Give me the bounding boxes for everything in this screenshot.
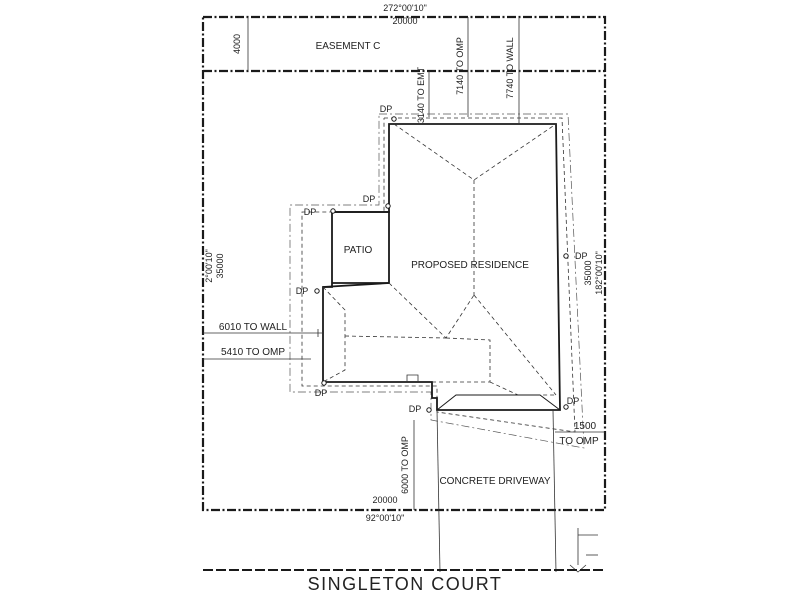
downpipe-marker (385, 203, 391, 209)
driveway-edge-right (552, 409, 557, 573)
right-length-label: 35000 (583, 260, 593, 285)
downpipe-marker (426, 407, 432, 413)
easement-depth-label: 4000 (232, 34, 242, 54)
easement-label: EASEMENT C (316, 41, 381, 52)
patio-label: PATIO (344, 245, 373, 256)
roof-garage-lower (436, 394, 561, 411)
front-dim-label: 6000 TO OMP (400, 436, 410, 494)
patio-outline (332, 211, 390, 284)
street-name-label: SINGLETON COURT (308, 574, 503, 594)
driveway-label: CONCRETE DRIVEWAY (439, 476, 550, 487)
roof-hip-left (393, 123, 557, 181)
downpipe-label: DP (380, 104, 393, 114)
downpipe-marker (314, 288, 320, 294)
crossover-line (569, 564, 587, 573)
roof-valley-left (322, 286, 346, 383)
garage-notch (406, 374, 419, 382)
top-bearing-label: 272°00'10" (383, 3, 427, 13)
omp-dim-label-left: 5410 TO OMP (221, 347, 285, 358)
downpipe-marker (330, 208, 336, 214)
downpipe-marker (563, 404, 569, 410)
downpipe-label: DP (575, 251, 588, 261)
right-bearing-label: 182°00'10" (594, 251, 604, 295)
roof-line-mid (344, 335, 447, 339)
downpipe-label: DP (296, 286, 309, 296)
wall-dim-label-left: 6010 TO WALL (219, 322, 288, 333)
boundary-top-line (201, 15, 607, 512)
downpipe-marker (563, 253, 569, 259)
left-bearing-label: 2°00'10" (204, 249, 214, 283)
downpipe-label: DP (315, 388, 328, 398)
left-length-label: 35000 (215, 253, 225, 278)
eave-outline-inner (301, 117, 576, 433)
residence-label: PROPOSED RESIDENCE (411, 260, 529, 271)
bottom-length-label: 20000 (372, 495, 397, 505)
roof-hip-lower (388, 282, 475, 339)
downpipe-label: DP (567, 396, 580, 406)
driveway-edge-left (436, 409, 441, 573)
downpipe-label: DP (363, 194, 376, 204)
eave-outline (289, 113, 585, 449)
omp-dim-label-top: 7140 TO OMP (455, 37, 465, 95)
roof-hip-right (473, 294, 557, 396)
emt-dim-label: 3140 TO EMT (416, 66, 426, 123)
roof-garage-hip (489, 381, 556, 396)
patio-bottom-line (322, 282, 390, 288)
downpipe-label: DP (409, 404, 422, 414)
downpipe-label: DP (304, 207, 317, 217)
side-omp-label-right: TO OMP (559, 436, 599, 447)
wall-dim-label-top: 7740 TO WALL (505, 37, 515, 98)
roof-lower-hip (432, 337, 491, 383)
downpipe-marker (391, 116, 397, 122)
top-length-label: 20000 (392, 16, 417, 26)
downpipe-marker (321, 380, 327, 386)
bottom-bearing-label: 92°00'10" (366, 513, 405, 523)
side-dim-label-right: 1500 (574, 421, 597, 432)
